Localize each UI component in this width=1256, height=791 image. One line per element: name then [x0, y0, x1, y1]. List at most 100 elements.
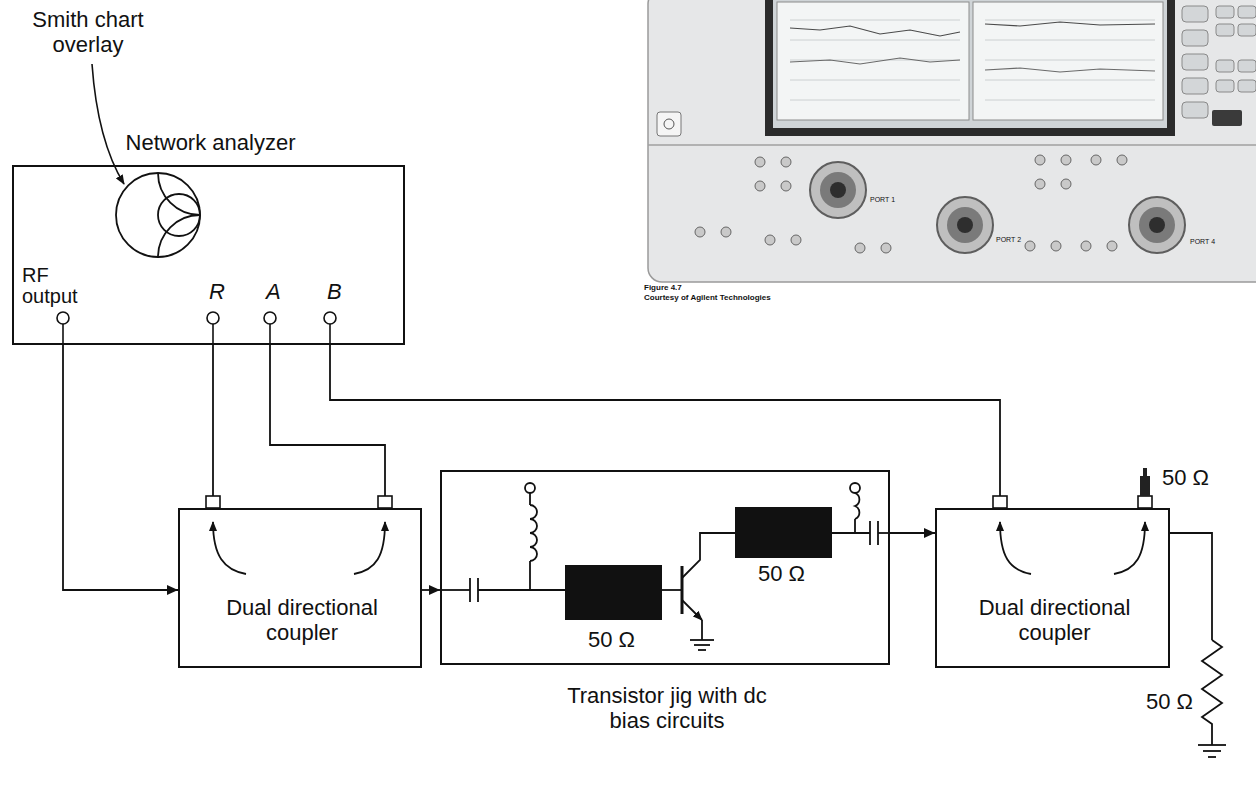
key: [1216, 24, 1234, 36]
key: [1182, 102, 1208, 118]
connector-pin: [957, 217, 973, 233]
arrow-head: [167, 585, 178, 595]
key: [1238, 80, 1256, 92]
small-jack: [755, 157, 765, 167]
wire: [529, 561, 531, 590]
usb-slot: [1212, 110, 1242, 126]
power-button: [657, 112, 681, 136]
impedance-value: 50 Ω: [588, 628, 635, 653]
connector-line: [212, 345, 214, 508]
ground-symbol: [1198, 744, 1226, 746]
small-jack: [1117, 155, 1127, 165]
smith-outer-circle: [116, 173, 200, 257]
small-jack: [1035, 155, 1045, 165]
small-jack: [765, 235, 775, 245]
stub: [269, 324, 271, 345]
inductor-symbol: [530, 505, 537, 561]
screen-trace: [985, 22, 1155, 26]
coupler-box: Dual directional coupler: [178, 508, 422, 668]
coupling-arrow: [213, 522, 246, 574]
callout-text: Smith chart overlay: [18, 8, 158, 57]
connector-pin: [830, 182, 846, 198]
port-connector: [937, 197, 993, 253]
signal-connector: [270, 345, 385, 508]
connector-body: [1139, 207, 1175, 243]
analyzer-photo: [648, 0, 1256, 282]
key: [1238, 24, 1256, 36]
key: [1182, 54, 1208, 70]
smith-chart: [116, 173, 200, 257]
small-jack: [855, 243, 865, 253]
ground-symbol: [1203, 750, 1221, 752]
stub: [329, 324, 331, 345]
connector-body: [947, 207, 983, 243]
grid-line: [985, 60, 1155, 61]
coupling-arrow: [1000, 522, 1031, 574]
small-jack: [791, 235, 801, 245]
port-name: B: [327, 280, 342, 305]
wire: [832, 532, 870, 534]
port-connector: [1129, 197, 1185, 253]
screen: [773, 0, 1167, 128]
ground-symbol: [694, 644, 710, 646]
grid-line: [985, 80, 1155, 81]
arrow-head: [924, 528, 935, 538]
screen-trace: [985, 68, 1155, 72]
inductor-symbol: [855, 493, 859, 519]
arrow-head: [429, 585, 440, 595]
photo-credit: Courtesy of Agilent Technologies: [644, 294, 771, 303]
power-icon: [664, 119, 674, 129]
smith-reactance-arc: [158, 173, 200, 215]
wire: [440, 589, 470, 591]
screen-grid: [790, 20, 1155, 100]
small-jack: [1107, 241, 1117, 251]
coupled-port: [378, 496, 392, 508]
transmission-line: [565, 565, 662, 620]
grid-line: [985, 20, 1155, 21]
port-stubs: [63, 324, 330, 345]
grid-line: [790, 20, 960, 21]
connector-ring: [1129, 197, 1185, 253]
port-name: R: [209, 280, 225, 305]
screen-bezel: [765, 0, 1175, 136]
wire: [662, 589, 682, 591]
analyzer-box: Network analyzerRF outputRAB: [12, 165, 405, 345]
small-jack: [1035, 179, 1045, 189]
resistor-symbol: [1202, 640, 1222, 745]
signal-connector: [890, 528, 935, 538]
small-jack: [781, 181, 791, 191]
key: [1238, 60, 1256, 72]
smith-reactance-arc: [158, 215, 200, 257]
port-name: PORT 1: [870, 196, 895, 204]
instrument-body: [648, 0, 1256, 282]
transistor-emitter: [682, 600, 702, 620]
jig-box: Transistor jig with dc bias circuits: [440, 470, 890, 665]
connector-ring: [937, 197, 993, 253]
port-name: PORT 2: [996, 236, 1021, 244]
port-name: RF output: [22, 265, 106, 307]
small-jack: [1051, 241, 1061, 251]
small-jack: [695, 227, 705, 237]
jig-caption: Transistor jig with dc bias circuits: [557, 684, 777, 733]
port-name: PORT 4: [1190, 238, 1215, 246]
coupled-port: [1138, 496, 1152, 508]
coupled-port: [993, 496, 1007, 508]
key: [1216, 60, 1234, 72]
signal-connector: [422, 585, 440, 595]
capacitor-plate: [869, 521, 871, 545]
termination-plug: [1140, 476, 1150, 496]
coupler-name: Dual directional coupler: [200, 596, 404, 645]
ground-symbol: [698, 649, 706, 651]
ground-symbol: [1208, 756, 1216, 758]
signal-connector: [213, 345, 214, 508]
coupler-name: Dual directional coupler: [952, 596, 1157, 645]
connector-line: [63, 345, 178, 590]
key: [1182, 78, 1208, 94]
jig-circuit: [440, 483, 890, 650]
grid-line: [790, 40, 960, 41]
jack: [324, 312, 336, 324]
port-name: A: [266, 280, 281, 305]
jack: [264, 312, 276, 324]
